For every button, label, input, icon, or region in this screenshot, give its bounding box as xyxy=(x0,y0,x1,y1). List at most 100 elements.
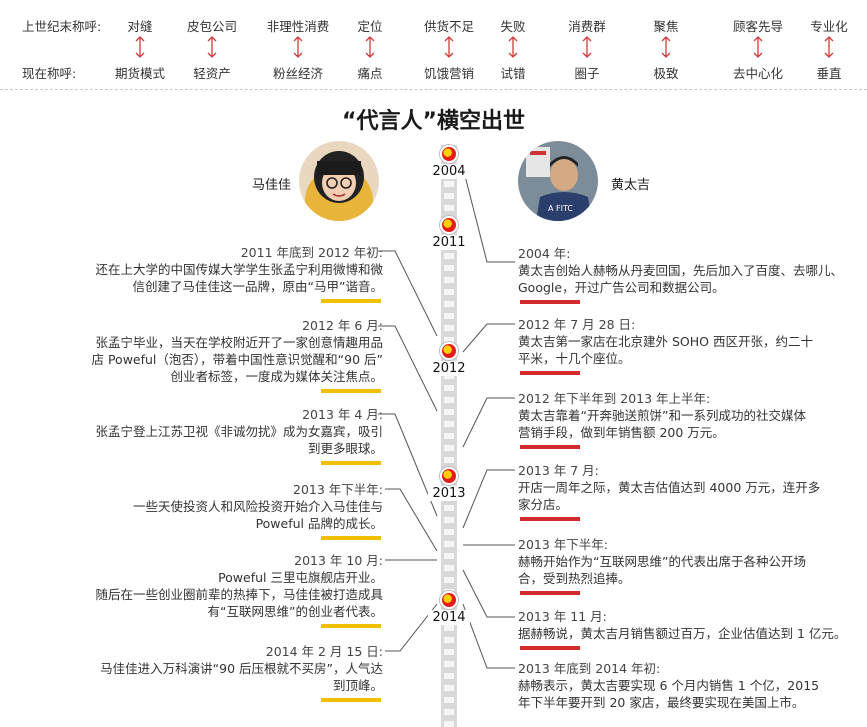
avatar-huang-taiji: A FITC xyxy=(518,141,598,221)
new-term: 粉丝经济 xyxy=(272,66,323,81)
event-underline xyxy=(321,461,381,465)
event-date: 2013 年下半年: xyxy=(293,482,383,497)
event-underline xyxy=(321,299,381,303)
old-term: 顾客先导 xyxy=(732,19,783,34)
event-text: 信创建了马佳佳这一品牌，原由“马甲”谐音。 xyxy=(132,279,383,294)
new-term: 期货模式 xyxy=(115,66,166,81)
double-arrow-icon xyxy=(350,35,390,59)
right-event: 2012 年下半年到 2013 年上半年: 黄太吉靠着“开奔驰送煎饼”和一系列成功… xyxy=(518,390,863,449)
year-label: 2012 xyxy=(428,361,470,376)
year-marker: 2011 xyxy=(428,216,470,250)
old-term: 专业化 xyxy=(810,19,848,34)
year-marker: 2004 xyxy=(428,145,470,179)
event-date: 2014 年 2 月 15 日: xyxy=(265,644,383,659)
event-date: 2013 年 11 月: xyxy=(518,609,607,624)
double-arrow-icon xyxy=(262,35,334,59)
event-text: Google，开过广告公司和数据公司。 xyxy=(518,280,725,295)
event-text: 平米，十几个座位。 xyxy=(518,351,631,366)
year-dot-icon xyxy=(440,467,458,485)
double-arrow-icon xyxy=(803,35,855,59)
event-underline xyxy=(321,624,381,628)
event-text: 家分店。 xyxy=(518,497,569,512)
person-name-right: 黄太吉 xyxy=(611,178,651,193)
year-dot-icon xyxy=(440,145,458,163)
timeline-spine xyxy=(441,145,457,727)
year-marker: 2012 xyxy=(428,342,470,376)
event-date: 2013 年 4 月: xyxy=(302,407,383,422)
event-underline xyxy=(520,517,580,521)
event-date: 2011 年底到 2012 年初: xyxy=(240,245,383,260)
event-text: 张孟宁登上江苏卫视《非诚勿扰》成为女嘉宾，吸引 xyxy=(95,424,383,439)
year-marker: 2014 xyxy=(428,591,470,625)
year-dot-icon xyxy=(440,591,458,609)
event-date: 2004 年: xyxy=(518,246,571,261)
event-text: 开店一周年之际，黄太吉估值达到 4000 万元，连开多 xyxy=(518,480,821,495)
vocabulary-comparison: 上世纪末称呼: 现在称呼: 对缝期货模式皮包公司轻资产非理性消费粉丝经济定位痛点… xyxy=(0,0,867,88)
event-date: 2012 年下半年到 2013 年上半年: xyxy=(518,391,711,406)
new-term: 去中心化 xyxy=(732,66,783,81)
event-date: 2012 年 6 月: xyxy=(302,318,383,333)
left-event: 2013 年 10 月:Poweful 三里屯旗舰店开业。随后在一些创业圈前辈的… xyxy=(53,552,383,628)
old-term: 失败 xyxy=(500,19,526,34)
old-term: 非理性消费 xyxy=(266,19,330,34)
old-term: 聚焦 xyxy=(653,19,679,34)
event-text: 创业者标签，一度成为媒体关注焦点。 xyxy=(170,369,383,384)
left-event: 2014 年 2 月 15 日:马佳佳进入万科演讲“90 后压根就不买房”，人气… xyxy=(53,643,383,702)
event-date: 2012 年 7 月 28 日: xyxy=(518,317,636,332)
event-text: 张孟宁毕业，当天在学校附近开了一家创意情趣用品 xyxy=(95,335,383,350)
event-text: 赫畅开始作为“互联网思维”的代表出席于各种公开场 xyxy=(518,554,806,569)
avatar-huang-taiji-image: A FITC xyxy=(518,141,598,221)
event-text: Poweful 三里屯旗舰店开业。 xyxy=(218,570,383,585)
event-underline xyxy=(321,389,381,393)
event-text: 一些天使投资人和风险投资开始介入马佳佳与 xyxy=(132,499,383,514)
left-event: 2013 年下半年: 一些天使投资人和风险投资开始介入马佳佳与 Poweful 品牌… xyxy=(53,481,383,540)
event-underline xyxy=(321,698,381,702)
event-text: 据赫畅说，黄太吉月销售额过百万，企业估值达到 1 亿元。 xyxy=(518,626,847,641)
double-arrow-icon xyxy=(408,35,490,59)
event-text: 营销手段，做到年销售额 200 万元。 xyxy=(518,425,725,440)
double-arrow-icon xyxy=(488,35,538,59)
year-label: 2013 xyxy=(428,486,470,501)
person-name-left: 马佳佳 xyxy=(252,178,292,193)
event-underline xyxy=(321,536,381,540)
year-dot-icon xyxy=(440,342,458,360)
event-text: 黄太吉靠着“开奔驰送煎饼”和一系列成功的社交媒体 xyxy=(518,408,806,423)
event-text: 到顶峰。 xyxy=(332,678,383,693)
double-arrow-icon xyxy=(556,35,618,59)
right-event: 2013 年下半年: 赫畅开始作为“互联网思维”的代表出席于各种公开场合，受到热烈… xyxy=(518,536,863,595)
event-underline xyxy=(520,371,580,375)
event-text: 合，受到热烈追捧。 xyxy=(518,571,631,586)
event-date: 2013 年 7 月: xyxy=(518,463,599,478)
event-text: 年下半年要开到 20 家店，最终要实现在美国上市。 xyxy=(518,695,805,710)
new-term: 痛点 xyxy=(357,66,383,81)
left-event: 2011 年底到 2012 年初: 还在上大学的中国传媒大学学生张孟宁利用微博和微… xyxy=(53,244,383,303)
svg-text:A FITC: A FITC xyxy=(548,204,573,213)
double-arrow-icon xyxy=(722,35,794,59)
event-underline xyxy=(520,445,580,449)
event-text: Poweful 品牌的成长。 xyxy=(255,516,383,531)
left-event: 2012 年 6 月: 张孟宁毕业，当天在学校附近开了一家创意情趣用品店 Powe… xyxy=(53,317,383,393)
old-term-row-label: 上世纪末称呼: xyxy=(22,19,102,34)
old-term: 供货不足 xyxy=(423,19,474,34)
event-underline xyxy=(520,591,580,595)
new-term: 轻资产 xyxy=(193,66,231,81)
event-date: 2013 年下半年: xyxy=(518,537,608,552)
event-text: 黄太吉创始人赫畅从丹麦回国，先后加入了百度、去哪儿、 xyxy=(518,263,844,278)
old-term: 消费群 xyxy=(568,19,606,34)
right-event: 2013 年底到 2014 年初: 赫畅表示，黄太吉要实现 6 个月内销售 1 个… xyxy=(518,660,863,711)
new-term: 垂直 xyxy=(816,66,842,81)
new-term: 圈子 xyxy=(574,66,600,81)
event-text: 赫畅表示，黄太吉要实现 6 个月内销售 1 个亿，2015 xyxy=(518,678,820,693)
new-term: 极致 xyxy=(653,66,679,81)
event-date: 2013 年底到 2014 年初: xyxy=(518,661,661,676)
event-text: 随后在一些创业圈前辈的热捧下，马佳佳被打造成具 xyxy=(95,587,383,602)
right-event: 2013 年 7 月: 开店一周年之际，黄太吉估值达到 4000 万元，连开多家分… xyxy=(518,462,863,521)
event-text: 黄太吉第一家店在北京建外 SOHO 西区开张，约二十 xyxy=(518,334,813,349)
event-text: 还在上大学的中国传媒大学学生张孟宁利用微博和微 xyxy=(95,262,383,277)
new-term: 饥饿营销 xyxy=(423,66,474,81)
year-label: 2004 xyxy=(428,164,470,179)
event-text: 店 Poweful（泡否），带着中国性意识觉醒和“90 后” xyxy=(91,352,383,367)
year-dot-icon xyxy=(440,216,458,234)
right-event: 2012 年 7 月 28 日: 黄太吉第一家店在北京建外 SOHO 西区开张，约… xyxy=(518,316,863,375)
right-event: 2013 年 11 月: 据赫畅说，黄太吉月销售额过百万，企业估值达到 1 亿元。 xyxy=(518,608,863,650)
